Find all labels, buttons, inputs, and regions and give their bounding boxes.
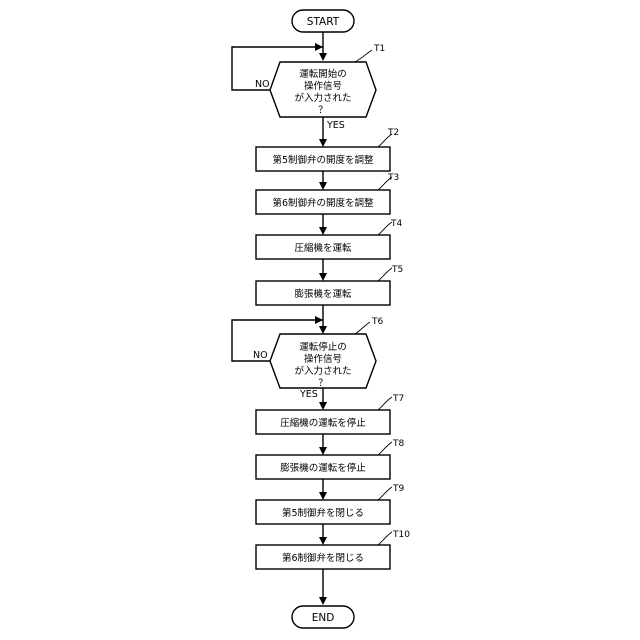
decision-t1-line1: 運転開始の bbox=[299, 68, 347, 80]
process-t3: 第6制御弁の開度を調整 bbox=[256, 190, 390, 214]
decision-t6-line2: 操作信号 bbox=[304, 353, 342, 365]
decision-t6-line3: が入力された bbox=[294, 365, 351, 377]
tag-t7: T7 bbox=[392, 394, 404, 404]
tag-leader-t10 bbox=[378, 532, 392, 545]
decision-t6: 運転停止の 操作信号 が入力された ？ bbox=[270, 334, 376, 389]
yes-label-t6: YES bbox=[299, 389, 318, 400]
start-label: START bbox=[307, 16, 340, 28]
tag-t5: T5 bbox=[391, 265, 403, 275]
tag-t6: T6 bbox=[371, 317, 383, 327]
end-label: END bbox=[312, 612, 335, 624]
decision-t1: 運転開始の 操作信号 が入力された ？ bbox=[270, 62, 376, 117]
process-t2-label: 第5制御弁の開度を調整 bbox=[272, 154, 374, 166]
tag-t10: T10 bbox=[392, 530, 410, 540]
tag-leader-t4 bbox=[378, 222, 392, 235]
tag-leader-t9 bbox=[378, 487, 392, 500]
process-t3-label: 第6制御弁の開度を調整 bbox=[272, 197, 374, 209]
tag-leader-t7 bbox=[378, 397, 392, 410]
tag-t1: T1 bbox=[373, 44, 385, 54]
tag-t4: T4 bbox=[390, 219, 402, 229]
no-label-t6: NO bbox=[253, 350, 268, 361]
decision-t1-line3: が入力された bbox=[294, 92, 351, 104]
tag-leader-t6 bbox=[355, 322, 370, 334]
process-t4-label: 圧縮機を運転 bbox=[294, 242, 352, 254]
tag-t8: T8 bbox=[392, 439, 404, 449]
process-t8-label: 膨張機の運転を停止 bbox=[280, 462, 366, 474]
decision-t6-line1: 運転停止の bbox=[299, 341, 347, 353]
start-terminal: START bbox=[292, 10, 354, 32]
process-t5-label: 膨張機を運転 bbox=[294, 288, 352, 300]
tag-leader-t8 bbox=[378, 442, 392, 455]
decision-t1-line4: ？ bbox=[318, 105, 328, 116]
process-t5: 膨張機を運転 bbox=[256, 281, 390, 305]
process-t10-label: 第6制御弁を閉じる bbox=[282, 552, 364, 564]
process-t8: 膨張機の運転を停止 bbox=[256, 455, 390, 479]
tag-t3: T3 bbox=[387, 173, 399, 183]
no-label-t1: NO bbox=[255, 79, 270, 90]
process-t7-label: 圧縮機の運転を停止 bbox=[280, 417, 366, 429]
end-terminal: END bbox=[292, 606, 354, 628]
decision-t1-line2: 操作信号 bbox=[304, 80, 342, 92]
yes-label-t1: YES bbox=[326, 120, 345, 131]
process-t4: 圧縮機を運転 bbox=[256, 235, 390, 259]
tag-leader-t5 bbox=[378, 268, 392, 281]
decision-t6-line4: ？ bbox=[318, 378, 328, 389]
tag-t2: T2 bbox=[387, 128, 399, 138]
process-t2: 第5制御弁の開度を調整 bbox=[256, 147, 390, 171]
process-t9: 第5制御弁を閉じる bbox=[256, 500, 390, 524]
process-t10: 第6制御弁を閉じる bbox=[256, 545, 390, 569]
tag-leader-t1 bbox=[355, 50, 372, 62]
process-t9-label: 第5制御弁を閉じる bbox=[282, 507, 364, 519]
tag-t9: T9 bbox=[392, 484, 404, 494]
process-t7: 圧縮機の運転を停止 bbox=[256, 410, 390, 434]
